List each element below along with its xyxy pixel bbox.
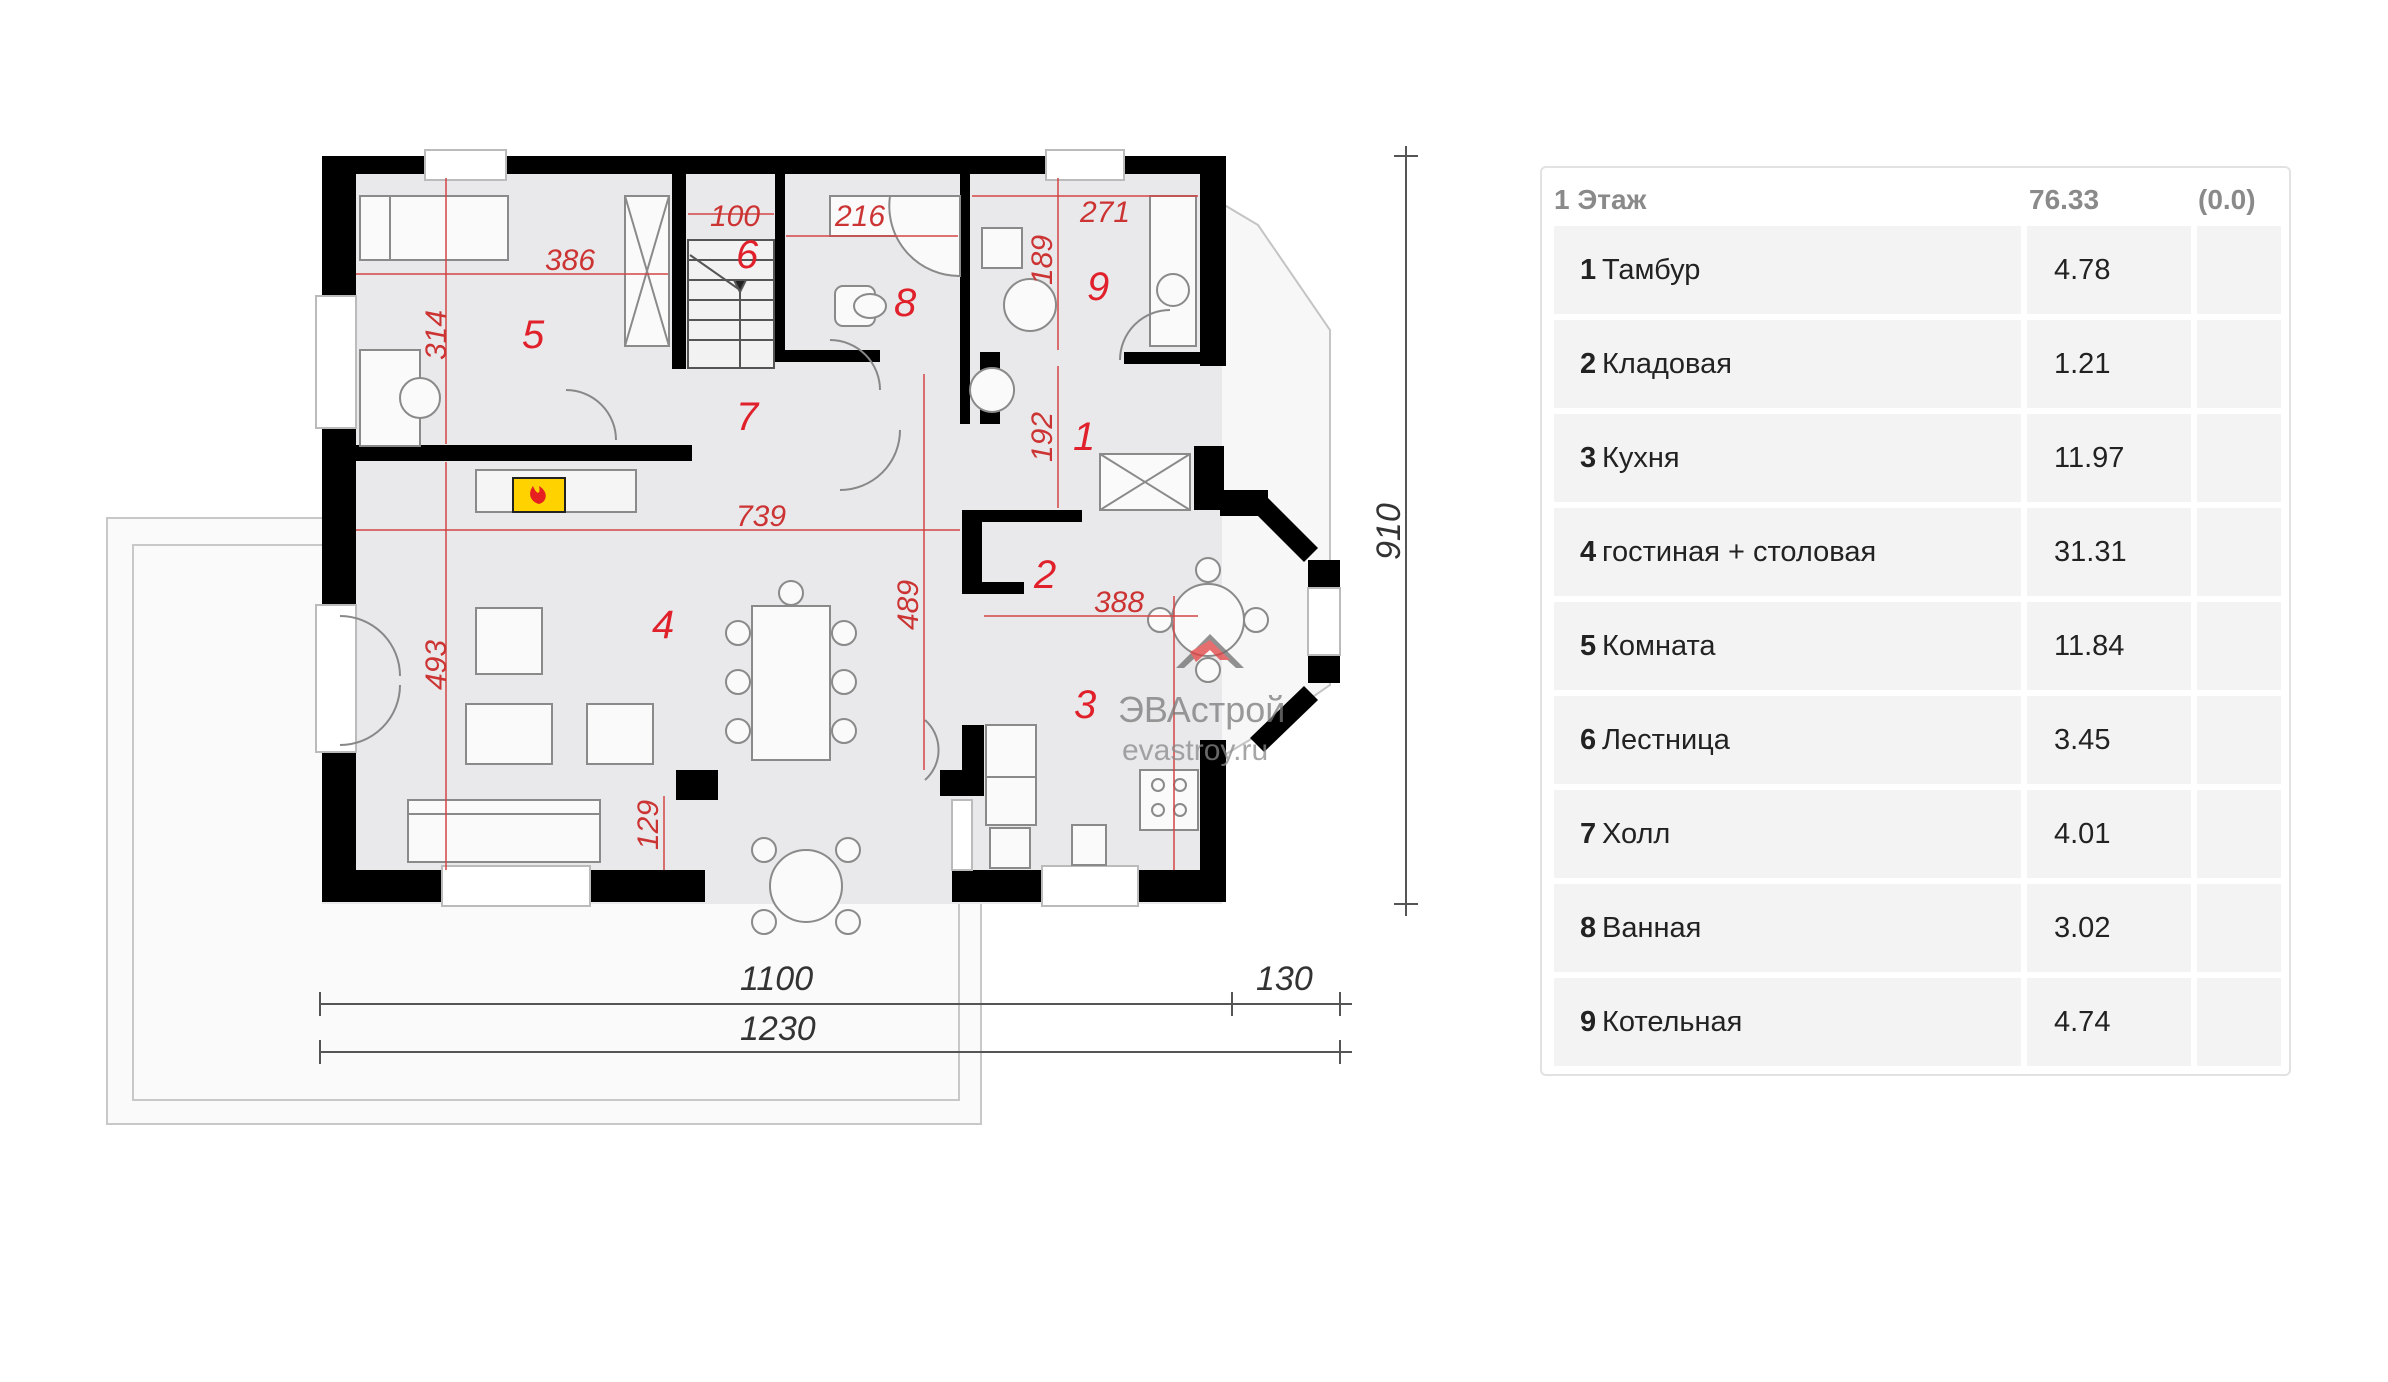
- room-area: 31.31: [2054, 536, 2127, 568]
- room-name: Кладовая: [1602, 348, 1732, 380]
- room-number-4: 4: [652, 603, 674, 647]
- evastroy-logo: ЭВАстрой evastroy.ru: [1118, 634, 1285, 767]
- room-area-table: 1 Этаж 76.33 (0.0) 1 Тамбур 4.78 2 Кладо…: [1540, 166, 2291, 1076]
- dim-386: 386: [545, 244, 595, 277]
- room-num: 3: [1580, 442, 1597, 474]
- dim-271: 271: [1079, 196, 1130, 229]
- room-row-8: 8 Ванная 3.02: [1554, 884, 2281, 972]
- table-header: 1 Этаж 76.33 (0.0): [1542, 168, 2289, 230]
- room-row-4: 4 гостиная + столовая 31.31: [1554, 508, 2281, 596]
- room-area: 3.45: [2054, 724, 2111, 756]
- room-row-1: 1 Тамбур 4.78: [1554, 226, 2281, 314]
- room-name: Котельная: [1602, 1006, 1743, 1038]
- room-num: 1: [1580, 254, 1597, 286]
- room-row-2: 2 Кладовая 1.21: [1554, 320, 2281, 408]
- dim-489: 489: [892, 580, 925, 630]
- room-name: Лестница: [1602, 724, 1730, 756]
- logo-url: evastroy.ru: [1122, 734, 1268, 767]
- room-num: 4: [1580, 536, 1597, 568]
- room-num: 2: [1580, 348, 1597, 380]
- doors: [339, 309, 1171, 781]
- floor-plan: 100 216 271 386 314 189 192 739 489 388 …: [106, 146, 1418, 1125]
- furniture: [359, 195, 1269, 935]
- room-number-9: 9: [1087, 265, 1109, 309]
- room-name: Ванная: [1602, 912, 1702, 944]
- windows: [315, 149, 1341, 907]
- dim-100: 100: [710, 200, 760, 233]
- room-name: Кухня: [1602, 442, 1680, 474]
- dim-739: 739: [736, 500, 786, 533]
- room-number-1: 1: [1073, 415, 1095, 459]
- room-name: Комната: [1602, 630, 1716, 662]
- room-row-3: 3 Кухня 11.97: [1554, 414, 2281, 502]
- room-row-7: 7 Холл 4.01: [1554, 790, 2281, 878]
- staircase: [687, 239, 775, 369]
- room-area: 11.84: [2054, 630, 2125, 662]
- room-num: 7: [1580, 818, 1597, 850]
- room-num: 9: [1580, 1006, 1597, 1038]
- dimension-lines: [356, 178, 1198, 870]
- overall-dimensions: [319, 146, 1418, 1064]
- dim-493: 493: [420, 640, 453, 690]
- room-area: 4.74: [2054, 1006, 2111, 1038]
- room-area: 1.21: [2054, 348, 2111, 380]
- dim-130: 130: [1256, 960, 1313, 998]
- room-number-2: 2: [1033, 553, 1056, 597]
- room-row-6: 6 Лестница 3.45: [1554, 696, 2281, 784]
- room-name: Тамбур: [1602, 254, 1701, 286]
- logo-name: ЭВАстрой: [1118, 689, 1285, 730]
- room-area: 4.01: [2054, 818, 2111, 850]
- dim-314: 314: [420, 310, 453, 360]
- dim-1230: 1230: [740, 1010, 816, 1048]
- floor-level: (0.0): [2198, 184, 2256, 215]
- dim-1100: 1100: [740, 960, 813, 998]
- room-area: 3.02: [2054, 912, 2111, 944]
- room-name: Холл: [1602, 818, 1671, 850]
- room-area: 4.78: [2054, 254, 2111, 286]
- dim-189: 189: [1026, 235, 1059, 285]
- floor-label: 1 Этаж: [1554, 184, 1647, 215]
- room-number-3: 3: [1074, 683, 1096, 727]
- dim-910: 910: [1370, 503, 1408, 560]
- walls: [322, 156, 1340, 902]
- room-number-6: 6: [736, 233, 759, 277]
- dim-129: 129: [632, 800, 665, 850]
- room-row-5: 5 Комната 11.84: [1554, 602, 2281, 690]
- room-number-8: 8: [894, 281, 917, 325]
- room-num: 8: [1580, 912, 1597, 944]
- dim-388: 388: [1094, 586, 1144, 619]
- room-area: 11.97: [2054, 442, 2125, 474]
- room-name: гостиная + столовая: [1602, 536, 1877, 568]
- dim-192: 192: [1026, 412, 1059, 462]
- room-number-7: 7: [736, 395, 760, 439]
- room-row-9: 9 Котельная 4.74: [1554, 978, 2281, 1066]
- room-num: 5: [1580, 630, 1597, 662]
- total-area: 76.33: [2029, 184, 2100, 215]
- dim-216: 216: [834, 200, 885, 233]
- room-num: 6: [1580, 724, 1597, 756]
- room-number-5: 5: [522, 313, 545, 357]
